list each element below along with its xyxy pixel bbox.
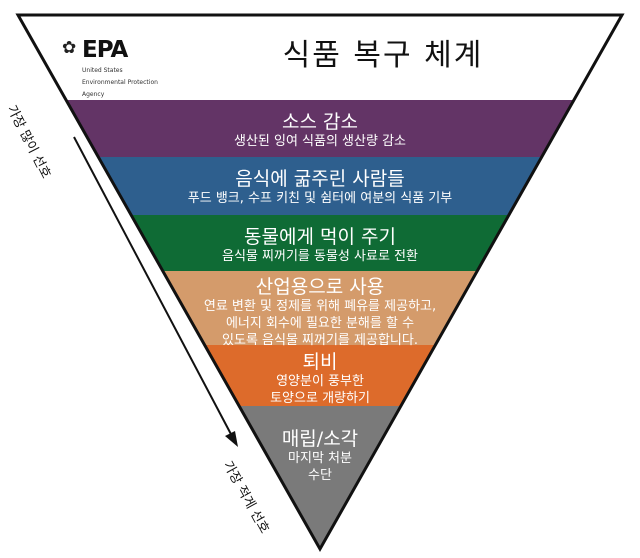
tier-description-line: 에너지 회수에 필요한 분해를 할 수	[225, 316, 415, 331]
epa-logo: ✿ EPA United States Environmental Protec…	[62, 37, 182, 98]
page-title: 식품 복구 체계	[282, 38, 484, 73]
tier-description-line: 생산된 잉여 식품의 생산량 감소	[233, 134, 406, 149]
tier-description-line: 음식물 찌꺼기를 동물성 사료로 전환	[222, 249, 418, 264]
tier-title: 매립/소각	[281, 428, 359, 450]
tier-description-line: 있도록 음식물 찌꺼기를 제공합니다.	[222, 333, 418, 348]
tier-title: 퇴비	[302, 351, 338, 373]
epa-flower-icon: ✿	[62, 38, 77, 58]
logo-wordmark: EPA	[82, 37, 128, 63]
pyramid-outline	[15, 13, 625, 553]
tier-title: 산업용으로 사용	[255, 276, 385, 298]
preference-arrow	[73, 136, 234, 439]
tier-description-line: 마지막 처분	[288, 451, 352, 466]
tier-band-1	[66, 100, 574, 157]
tier-band-5	[204, 345, 436, 406]
tier-description-line: 수단	[308, 468, 332, 483]
tier-title: 동물에게 먹이 주기	[244, 226, 396, 248]
tier-band-2	[98, 157, 542, 215]
tier-band-3	[131, 215, 509, 271]
preference-arrowhead	[225, 431, 238, 447]
tier-band-6	[239, 406, 401, 549]
logo-subtitle: United States Environmental Protection A…	[82, 67, 158, 98]
tier-title: 음식에 굶주린 사람들	[235, 168, 405, 190]
tier-description-line: 토양으로 개량하기	[270, 391, 370, 406]
tier-description-line: 연료 변환 및 정제를 위해 폐유를 제공하고,	[203, 299, 437, 314]
tier-title: 소스 감소	[282, 111, 358, 133]
tier-description-line: 영양분이 풍부한	[276, 374, 364, 389]
tier-band-4	[162, 271, 478, 345]
tier-description-line: 푸드 뱅크, 수프 키친 및 쉼터에 여분의 식품 기부	[187, 191, 453, 206]
